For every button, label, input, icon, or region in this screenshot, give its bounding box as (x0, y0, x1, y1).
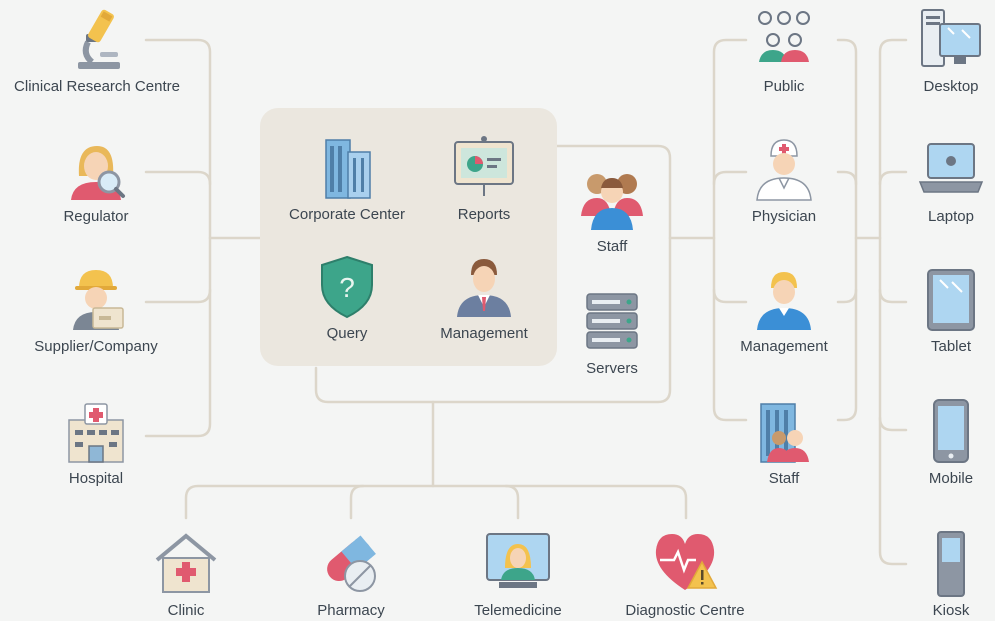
worker-box-icon (61, 266, 131, 332)
node-diagnostic-centre[interactable]: Diagnostic Centre (600, 530, 770, 620)
node-label: Management (440, 325, 528, 342)
node-label: Management (740, 338, 828, 355)
pill-capsule-icon (316, 530, 386, 596)
people-group-icon (577, 166, 647, 232)
hospital-icon (61, 398, 131, 464)
node-label: Corporate Center (289, 206, 405, 223)
kiosk-icon (916, 530, 986, 597)
node-management-right[interactable]: Management (699, 266, 869, 356)
node-label: Diagnostic Centre (625, 602, 745, 619)
node-label: Staff (596, 238, 628, 255)
node-label: Physician (751, 208, 817, 225)
node-label: Clinical Research Centre (14, 78, 180, 95)
businessman-icon (449, 253, 519, 319)
microscope-icon (62, 6, 132, 72)
heart-warning-icon (650, 530, 720, 596)
node-staff-right[interactable]: Staff (699, 398, 869, 488)
node-clinical-research-centre[interactable]: Clinical Research Centre (12, 6, 182, 96)
regulator-magnifier-icon (61, 136, 131, 202)
node-label: Hospital (68, 470, 124, 487)
node-label: Supplier/Company (34, 338, 158, 355)
node-reports[interactable]: Reports (399, 134, 569, 224)
node-label: Query (326, 325, 368, 342)
node-label: Staff (768, 470, 800, 487)
node-management-center[interactable]: Management (399, 253, 569, 343)
node-laptop[interactable]: Laptop (866, 136, 995, 226)
node-label: Kiosk (932, 602, 970, 619)
node-physician[interactable]: Physician (699, 136, 869, 226)
node-mobile[interactable]: Mobile (866, 398, 995, 488)
presentation-board-icon (449, 134, 519, 200)
node-regulator[interactable]: Regulator (11, 136, 181, 226)
node-label: Telemedicine (474, 602, 562, 619)
office-building-icon (312, 134, 382, 200)
node-corporate-center[interactable]: Corporate Center (262, 134, 432, 224)
node-supplier-company[interactable]: Supplier/Company (11, 266, 181, 356)
shield-question-icon: ? (312, 253, 382, 319)
node-label: Tablet (930, 338, 972, 355)
node-label: Clinic (167, 602, 205, 619)
node-hospital[interactable]: Hospital (11, 398, 181, 488)
node-kiosk[interactable]: Kiosk (866, 530, 995, 620)
node-label: Public (763, 78, 805, 95)
desktop-icon (916, 6, 986, 72)
node-label: Regulator (63, 208, 129, 225)
physician-icon (749, 136, 819, 202)
node-label: Desktop (923, 78, 979, 95)
node-staff-center[interactable]: Staff (527, 166, 697, 256)
tablet-icon (916, 266, 986, 332)
server-rack-icon (577, 288, 647, 354)
node-label: Mobile (928, 470, 974, 487)
node-telemedicine[interactable]: Telemedicine (433, 530, 603, 620)
node-label: Pharmacy (317, 602, 385, 619)
manager-icon (749, 266, 819, 332)
node-label: Laptop (928, 208, 974, 225)
node-desktop[interactable]: Desktop (866, 6, 995, 96)
clinic-house-icon (151, 530, 221, 596)
node-clinic[interactable]: Clinic (101, 530, 271, 620)
node-tablet[interactable]: Tablet (866, 266, 995, 356)
node-label: Servers (586, 360, 638, 377)
node-public[interactable]: Public (699, 6, 869, 96)
video-doctor-icon (483, 530, 553, 596)
staff-building-icon (749, 398, 819, 464)
laptop-icon (916, 136, 986, 202)
node-servers[interactable]: Servers (527, 288, 697, 378)
public-users-icon (749, 6, 819, 72)
node-query[interactable]: ? Query (262, 253, 432, 343)
node-pharmacy[interactable]: Pharmacy (266, 530, 436, 620)
node-label: Reports (457, 206, 511, 223)
svg-text:?: ? (339, 272, 355, 303)
mobile-icon (916, 398, 986, 464)
